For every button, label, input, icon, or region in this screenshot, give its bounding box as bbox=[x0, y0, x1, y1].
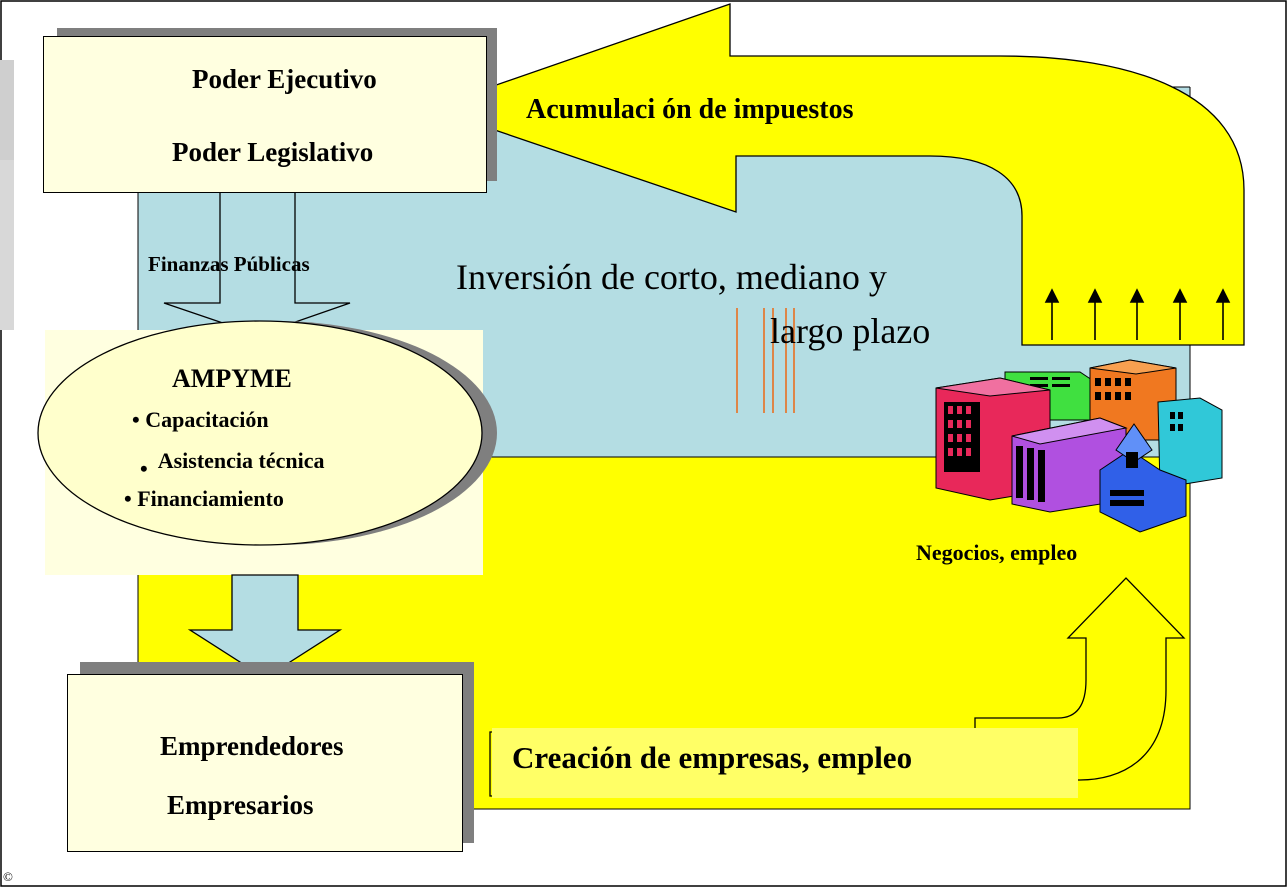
entrepreneurs-label: Emprendedores bbox=[160, 731, 344, 761]
bullet-icon: • bbox=[132, 407, 140, 432]
ampyme-item-label: Asistencia técnica bbox=[157, 448, 325, 473]
tax-accumulation-label: Acumulaci ón de impuestos bbox=[526, 94, 854, 125]
ampyme-title: AMPYME bbox=[172, 364, 292, 393]
ampyme-ellipse bbox=[37, 320, 483, 546]
tax-collection-arrows bbox=[1044, 288, 1231, 340]
investment-text-line1: Inversión de corto, mediano y bbox=[456, 257, 887, 297]
ampyme-bullet-2: • Asistencia técnica bbox=[140, 448, 325, 481]
government-box bbox=[43, 36, 487, 193]
ampyme-item-label: Financiamiento bbox=[137, 486, 284, 511]
copyright-mark: © bbox=[3, 869, 13, 884]
investment-text-line2: largo plazo bbox=[770, 311, 931, 351]
business-employment-label: Negocios, empleo bbox=[916, 540, 1078, 565]
office-buildings-icon bbox=[935, 359, 1223, 533]
ampyme-bullet-1: • Capacitación bbox=[132, 407, 269, 433]
ampyme-bullet-3: • Financiamiento bbox=[124, 486, 284, 512]
businesspeople-label: Empresarios bbox=[167, 790, 314, 820]
legislative-label: Poder Legislativo bbox=[172, 137, 374, 167]
entrepreneurs-box bbox=[67, 674, 463, 852]
executive-label: Poder Ejecutivo bbox=[192, 64, 377, 94]
public-finances-label: Finanzas Públicas bbox=[148, 252, 310, 276]
tax-accumulation-arrow bbox=[427, 3, 1245, 346]
bullet-icon: • bbox=[124, 486, 132, 511]
growth-bars-decoration bbox=[736, 308, 795, 413]
bullet-icon: • bbox=[140, 456, 148, 481]
left-decoration bbox=[0, 60, 14, 330]
public-finances-arrow bbox=[163, 186, 351, 336]
support-arrow bbox=[187, 574, 343, 679]
company-creation-label: Creación de empresas, empleo bbox=[512, 740, 913, 775]
ampyme-item-label: Capacitación bbox=[145, 407, 269, 432]
company-creation-label-bg bbox=[492, 728, 1078, 798]
